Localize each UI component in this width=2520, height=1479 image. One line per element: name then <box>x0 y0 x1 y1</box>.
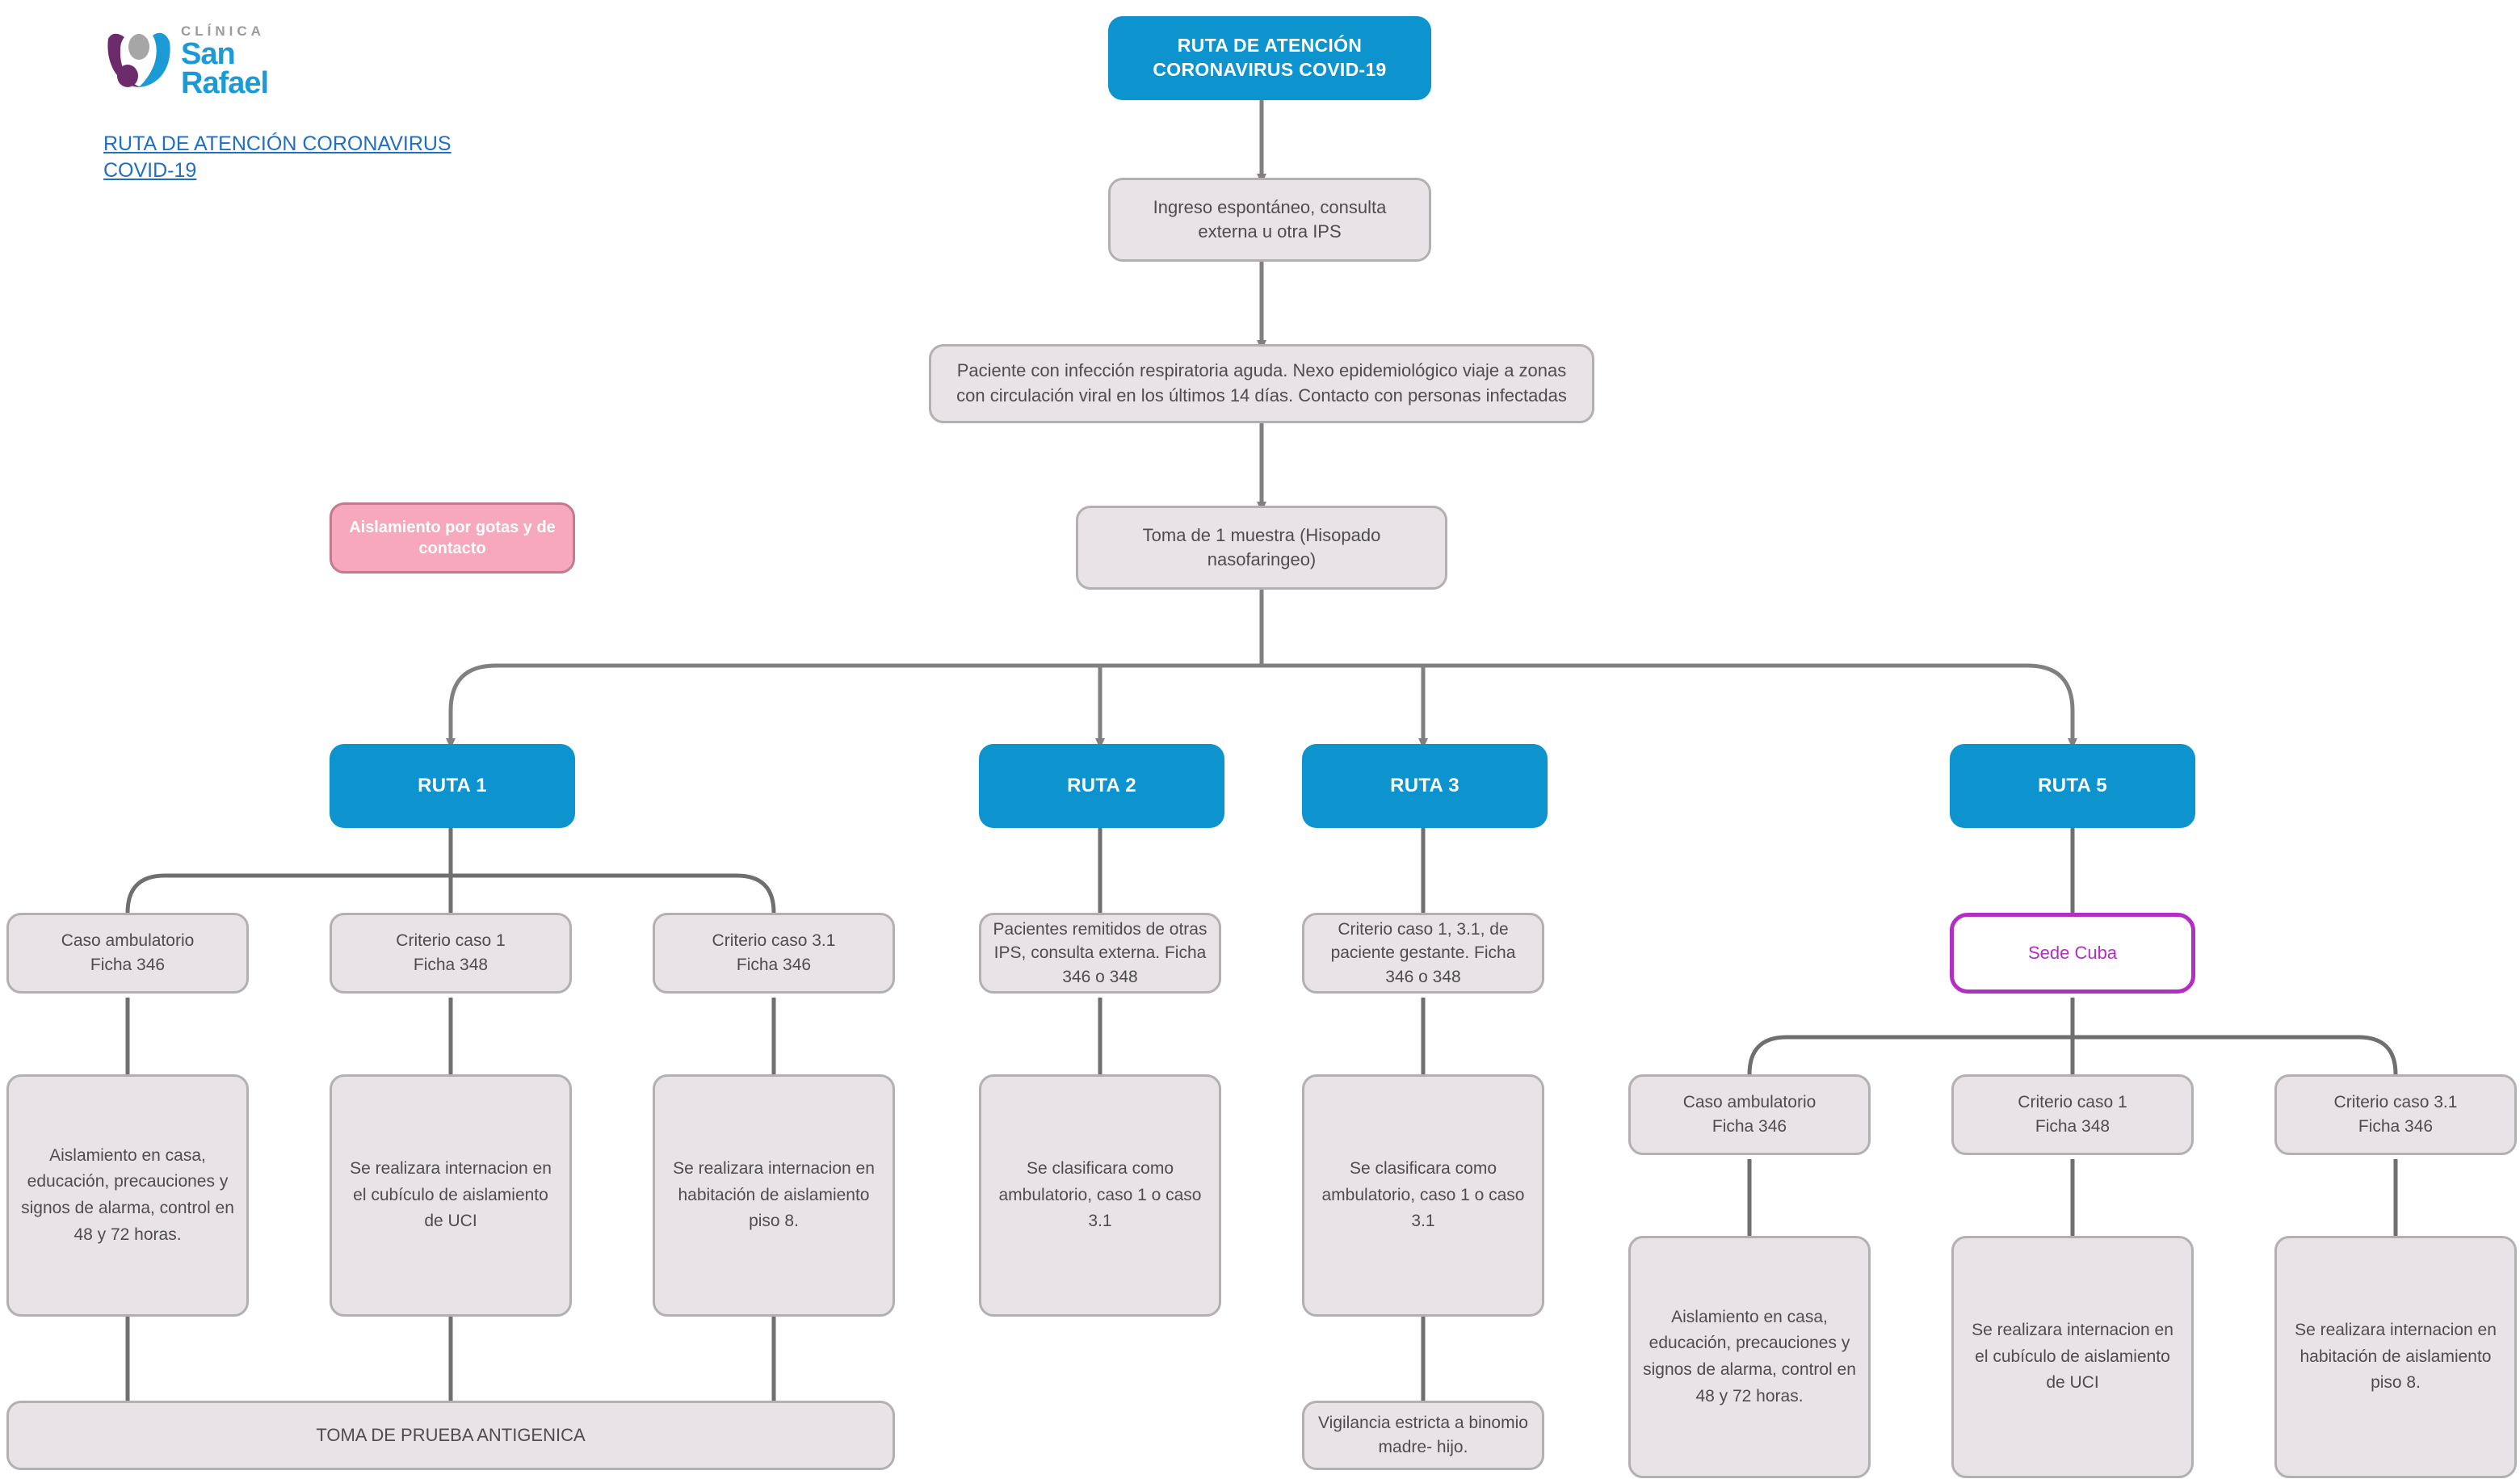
node-ruta3-child[interactable]: Criterio caso 1, 3.1, de paciente gestan… <box>1302 913 1544 994</box>
node-ruta3-footer[interactable]: Vigilancia estricta a binomio madre- hij… <box>1302 1401 1544 1470</box>
node-ruta2-detail-label: Se clasificara como ambulatorio, caso 1 … <box>998 1159 1202 1231</box>
node-ruta2-child[interactable]: Pacientes remitidos de otras IPS, consul… <box>979 913 1221 994</box>
node-ruta3-child-label: Criterio caso 1, 3.1, de paciente gestan… <box>1330 919 1516 986</box>
node-ruta1[interactable]: RUTA 1 <box>330 744 575 828</box>
node-ruta1-detail-1[interactable]: Se realizara internacion en el cubículo … <box>330 1074 572 1317</box>
node-ruta1-label: RUTA 1 <box>418 775 487 796</box>
node-sample-label: Toma de 1 muestra (Hisopado nasofaringeo… <box>1142 525 1381 569</box>
node-ruta5-detail-1[interactable]: Se realizara internacion en el cubículo … <box>1951 1236 2194 1478</box>
node-ruta5-detail-0-label: Aislamiento en casa, educación, precauci… <box>1643 1307 1856 1405</box>
node-ruta1-detail-2-label: Se realizara internacion en habitación d… <box>673 1159 875 1231</box>
node-ruta1-detail-0-label: Aislamiento en casa, educación, precauci… <box>21 1145 234 1244</box>
node-ruta2[interactable]: RUTA 2 <box>979 744 1224 828</box>
node-criteria[interactable]: Paciente con infección respiratoria agud… <box>929 344 1594 423</box>
node-ruta3-detail[interactable]: Se clasificara como ambulatorio, caso 1 … <box>1302 1074 1544 1317</box>
node-ruta3[interactable]: RUTA 3 <box>1302 744 1548 828</box>
node-ruta1-footer-label: TOMA DE PRUEBA ANTIGENICA <box>316 1425 586 1445</box>
clinica-san-rafael-logo-icon <box>107 32 170 87</box>
node-isolation-note-label: Aislamiento por gotas y de contacto <box>349 519 556 557</box>
node-intake-label: Ingreso espontáneo, consulta externa u o… <box>1153 197 1387 242</box>
node-ruta2-label: RUTA 2 <box>1067 775 1136 796</box>
node-flow-title[interactable]: RUTA DE ATENCIÓN CORONAVIRUS COVID-19 <box>1108 16 1431 100</box>
node-ruta1-detail-2[interactable]: Se realizara internacion en habitación d… <box>653 1074 895 1317</box>
node-sede-cuba[interactable]: Sede Cuba <box>1950 913 2195 994</box>
node-isolation-note[interactable]: Aislamiento por gotas y de contacto <box>330 502 575 574</box>
node-ruta5-detail-2[interactable]: Se realizara internacion en habitación d… <box>2274 1236 2517 1478</box>
node-ruta3-label: RUTA 3 <box>1390 775 1460 796</box>
node-ruta5-detail-2-label: Se realizara internacion en habitación d… <box>2295 1321 2497 1393</box>
node-sede-cuba-label: Sede Cuba <box>2027 943 2118 963</box>
node-ruta5-label: RUTA 5 <box>2038 775 2107 796</box>
logo-clinica-text: CLÍNICA <box>181 23 265 39</box>
node-ruta5[interactable]: RUTA 5 <box>1950 744 2195 828</box>
node-ruta5-detail-1-label: Se realizara internacion en el cubículo … <box>1972 1321 2174 1393</box>
node-ruta3-footer-label: Vigilancia estricta a binomio madre- hij… <box>1318 1413 1528 1456</box>
node-ruta1-footer[interactable]: TOMA DE PRUEBA ANTIGENICA <box>6 1401 895 1470</box>
node-criteria-label: Paciente con infección respiratoria agud… <box>956 360 1567 405</box>
logo-rafael-text: Rafael <box>181 65 269 100</box>
node-ruta1-detail-1-label: Se realizara internacion en el cubículo … <box>350 1159 552 1231</box>
node-flow-title-label: RUTA DE ATENCIÓN CORONAVIRUS COVID-19 <box>1153 35 1387 80</box>
node-ruta2-detail[interactable]: Se clasificara como ambulatorio, caso 1 … <box>979 1074 1221 1317</box>
node-ruta2-child-label: Pacientes remitidos de otras IPS, consul… <box>993 919 1208 986</box>
node-ruta5-detail-0[interactable]: Aislamiento en casa, educación, precauci… <box>1628 1236 1871 1478</box>
node-ruta3-detail-label: Se clasificara como ambulatorio, caso 1 … <box>1321 1159 1525 1231</box>
node-ruta1-detail-0[interactable]: Aislamiento en casa, educación, precauci… <box>6 1074 249 1317</box>
brand-logo: CLÍNICA San Rafael <box>103 19 346 116</box>
node-sample[interactable]: Toma de 1 muestra (Hisopado nasofaringeo… <box>1076 506 1447 590</box>
document-title-link[interactable]: RUTA DE ATENCIÓN CORONAVIRUS COVID-19 <box>103 132 452 183</box>
node-intake[interactable]: Ingreso espontáneo, consulta externa u o… <box>1108 178 1431 262</box>
logo-san-text: San <box>181 37 236 71</box>
